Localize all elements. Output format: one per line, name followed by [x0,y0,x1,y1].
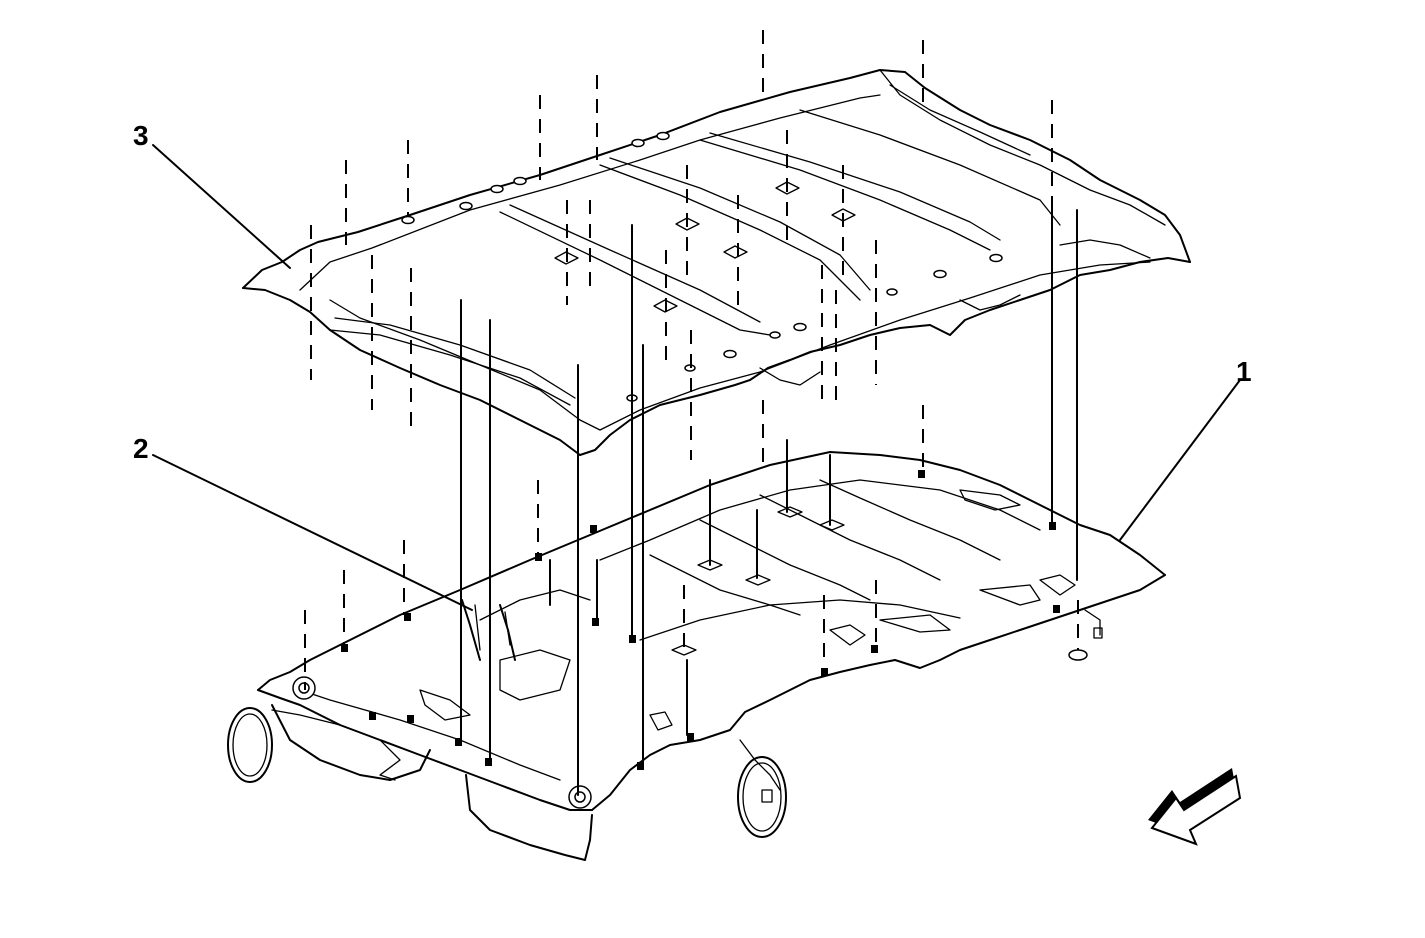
roof-mounting-holes [401,131,1003,402]
headliner-fasteners [292,470,1088,809]
wiring-harness [227,609,1103,838]
sunvisors [271,599,593,861]
leader-line-1 [1119,379,1241,541]
callout-1: 1 [1236,356,1252,387]
callout-2: 2 [133,433,149,464]
leader-lines [152,144,1241,611]
roof-mounting-pads [554,181,856,313]
leader-line-3 [152,144,291,269]
roof-panel [242,69,1191,456]
alignment-lines [304,30,1079,796]
callout-3: 3 [133,120,149,151]
forward-arrow-icon [1148,768,1242,846]
leader-line-2 [152,454,473,611]
headliner-panel [257,451,1166,811]
